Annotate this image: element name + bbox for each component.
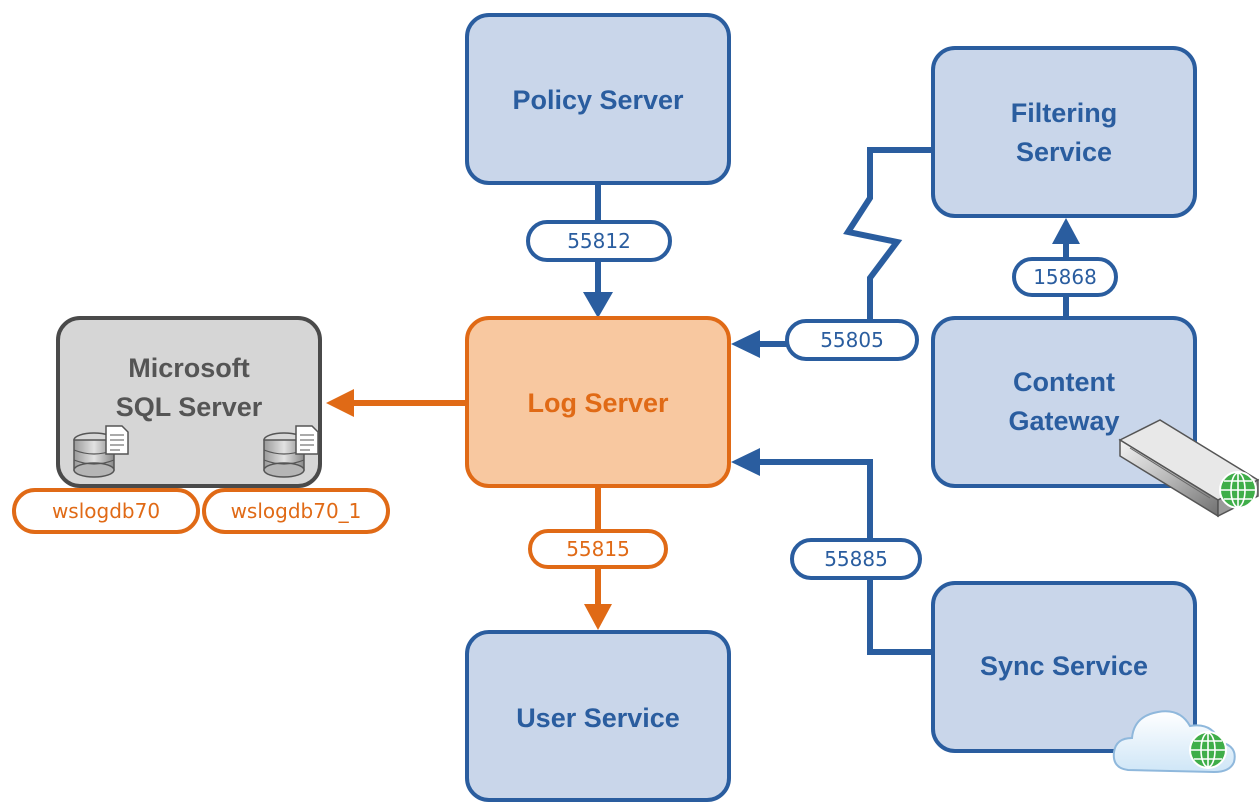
sync-service-node[interactable]: Sync Service bbox=[931, 581, 1197, 753]
filtering-service-label-line1: Filtering bbox=[1011, 98, 1118, 128]
sync-service-label: Sync Service bbox=[980, 651, 1148, 681]
globe-icon bbox=[1189, 731, 1227, 769]
port-label-55812: 55812 bbox=[567, 229, 631, 253]
database-document-icon bbox=[73, 425, 129, 478]
port-label-55885: 55885 bbox=[824, 547, 888, 571]
port-pill-log-to-user: 55815 bbox=[528, 529, 668, 569]
user-service-node[interactable]: User Service bbox=[465, 630, 731, 802]
database-label-2: wslogdb70_1 bbox=[231, 499, 362, 523]
database-pill-wslogdb70-1: wslogdb70_1 bbox=[202, 488, 390, 534]
port-pill-filtering-to-log: 55805 bbox=[785, 319, 919, 361]
database-pill-wslogdb70: wslogdb70 bbox=[12, 488, 200, 534]
log-server-node[interactable]: Log Server bbox=[465, 316, 731, 488]
port-pill-policy-to-log: 55812 bbox=[526, 220, 672, 262]
port-pill-sync-to-log: 55885 bbox=[790, 538, 922, 580]
content-gateway-label-line2: Gateway bbox=[1008, 406, 1119, 436]
user-service-label: User Service bbox=[516, 703, 680, 733]
database-label-1: wslogdb70 bbox=[52, 499, 160, 523]
port-pill-gateway-to-filtering: 15868 bbox=[1012, 257, 1118, 297]
filtering-service-label-line2: Service bbox=[1016, 137, 1112, 167]
port-label-55815: 55815 bbox=[566, 537, 630, 561]
globe-icon bbox=[1219, 471, 1257, 509]
log-server-label: Log Server bbox=[527, 388, 669, 418]
port-label-55805: 55805 bbox=[820, 328, 884, 352]
policy-server-label: Policy Server bbox=[512, 85, 684, 115]
sql-server-label-line1: Microsoft bbox=[128, 353, 250, 383]
policy-server-node[interactable]: Policy Server bbox=[465, 13, 731, 185]
filtering-service-node[interactable]: Filtering Service bbox=[931, 46, 1197, 218]
sql-server-label-line2: SQL Server bbox=[116, 392, 263, 422]
connector-log-to-sql bbox=[326, 389, 467, 417]
port-label-15868: 15868 bbox=[1033, 265, 1097, 289]
database-document-icon bbox=[263, 425, 319, 478]
content-gateway-label-line1: Content bbox=[1013, 367, 1115, 397]
